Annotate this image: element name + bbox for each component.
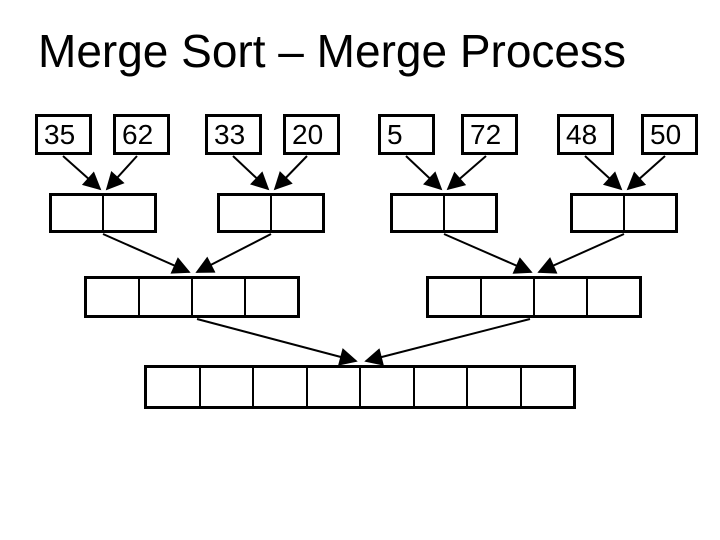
merge-cell xyxy=(412,368,467,406)
arrow-pair3-quad2 xyxy=(443,233,533,274)
merge-cell xyxy=(87,279,138,315)
merge-cell xyxy=(586,279,639,315)
merge-cell xyxy=(102,196,154,230)
pair-box-4 xyxy=(570,193,678,233)
merge-cell xyxy=(305,368,360,406)
merge-cell xyxy=(573,196,623,230)
leaf-value: 35 xyxy=(44,118,76,150)
leaf-box-4: 20 xyxy=(283,114,340,155)
leaf-value: 20 xyxy=(292,118,324,150)
arrow-quad1-final xyxy=(196,318,358,366)
quad-box-1 xyxy=(84,276,300,318)
merge-cell xyxy=(220,196,270,230)
merge-cell xyxy=(429,279,480,315)
leaf-box-3: 33 xyxy=(205,114,262,155)
merge-cell xyxy=(252,368,306,406)
leaf-value: 33 xyxy=(214,118,246,150)
merge-cell xyxy=(466,368,520,406)
arrow-quad2-final xyxy=(364,318,531,366)
leaf-box-5: 5 xyxy=(378,114,435,155)
quad-box-2 xyxy=(426,276,642,318)
arrow-leaf6-pair3 xyxy=(446,155,487,191)
merge-cell xyxy=(519,368,574,406)
merge-cell xyxy=(623,196,675,230)
leaf-value: 50 xyxy=(650,118,682,150)
page-title: Merge Sort – Merge Process xyxy=(38,25,627,77)
merge-cell xyxy=(52,196,102,230)
leaf-box-1: 35 xyxy=(35,114,92,155)
arrow-leaf3-pair2 xyxy=(232,155,270,191)
arrow-pair1-quad1 xyxy=(102,233,191,274)
leaf-box-2: 62 xyxy=(113,114,170,155)
pair-box-3 xyxy=(390,193,498,233)
merge-cell xyxy=(138,279,191,315)
arrow-leaf2-pair1 xyxy=(105,155,138,191)
arrow-leaf5-pair3 xyxy=(405,155,443,191)
final-box xyxy=(144,365,576,409)
merge-cell xyxy=(533,279,586,315)
leaf-value: 5 xyxy=(387,118,403,150)
pair-box-1 xyxy=(49,193,157,233)
merge-cell xyxy=(191,279,244,315)
arrow-pair2-quad1 xyxy=(195,233,272,273)
merge-cell xyxy=(359,368,413,406)
leaf-value: 72 xyxy=(470,118,502,150)
leaf-box-7: 48 xyxy=(557,114,614,155)
arrow-leaf8-pair4 xyxy=(626,155,666,191)
arrow-leaf7-pair4 xyxy=(584,155,623,191)
merge-cell xyxy=(244,279,297,315)
arrow-leaf1-pair1 xyxy=(62,155,102,191)
merge-cell xyxy=(198,368,253,406)
merge-cell xyxy=(443,196,495,230)
leaf-value: 48 xyxy=(566,118,598,150)
leaf-box-8: 50 xyxy=(641,114,698,155)
leaf-box-6: 72 xyxy=(461,114,518,155)
merge-cell xyxy=(147,368,199,406)
merge-cell xyxy=(480,279,533,315)
leaf-value: 62 xyxy=(122,118,154,150)
pair-box-2 xyxy=(217,193,325,233)
arrow-leaf4-pair2 xyxy=(273,155,308,191)
merge-cell xyxy=(270,196,322,230)
merge-cell xyxy=(393,196,443,230)
arrow-pair4-quad2 xyxy=(537,233,625,274)
